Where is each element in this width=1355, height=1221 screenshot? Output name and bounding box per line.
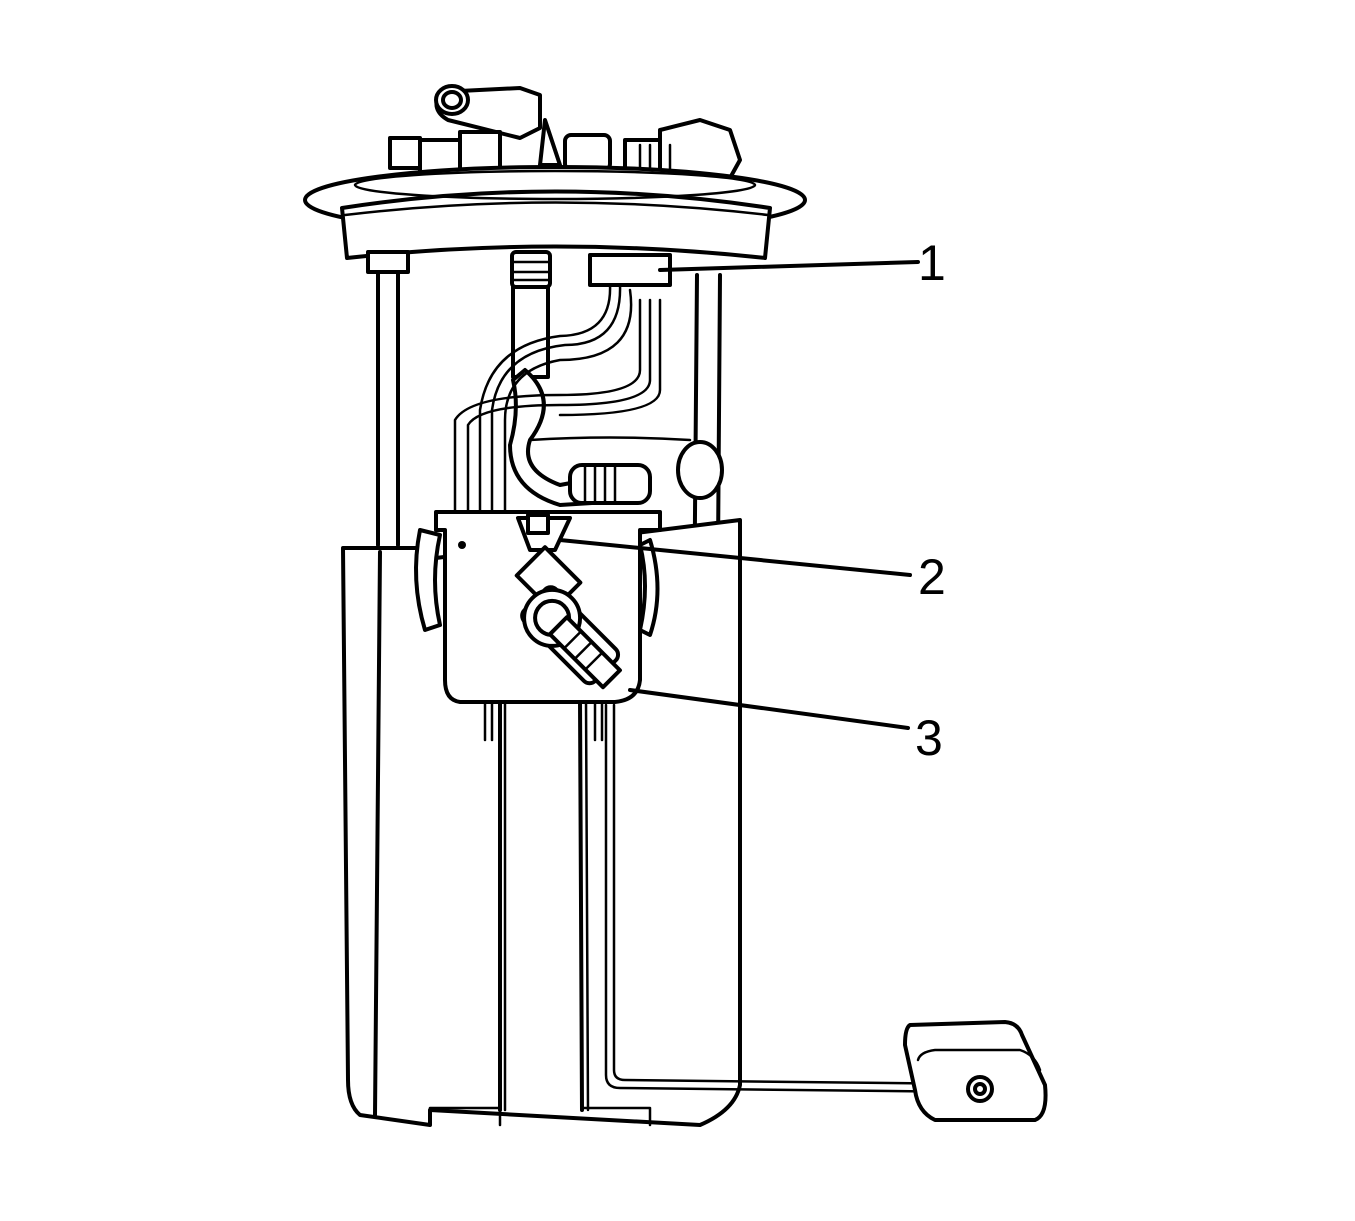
spring-and-hose xyxy=(508,250,724,507)
callout-3: 3 xyxy=(915,710,943,766)
callout-1: 1 xyxy=(918,235,946,291)
callout-leader-lines xyxy=(558,260,920,730)
wire-harness xyxy=(453,253,692,512)
callout-2: 2 xyxy=(918,549,946,605)
fuel-level-sensor-module xyxy=(414,510,662,742)
float-arm-and-float xyxy=(604,703,1048,1122)
mounting-flange xyxy=(303,165,807,260)
flange-fittings xyxy=(388,84,742,180)
